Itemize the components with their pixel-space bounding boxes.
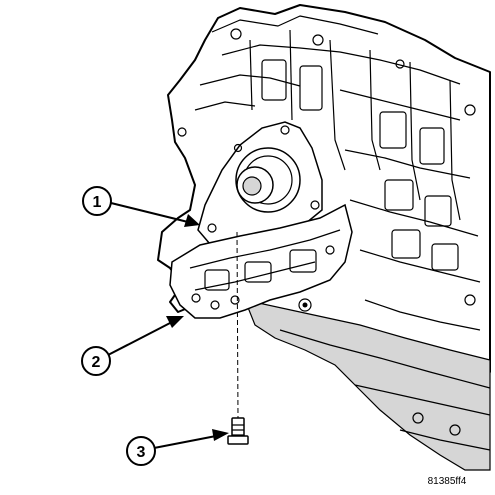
callout-3-label: 3 (137, 444, 146, 461)
callout-1: 1 (82, 186, 200, 227)
bedplate (169, 203, 353, 319)
callout-1-circle (82, 186, 112, 216)
bolt-centerline (236, 231, 239, 419)
callout-3-circle (126, 436, 156, 466)
callout-2-arrowhead (166, 316, 184, 328)
rear-main-seal-retainer (197, 121, 323, 247)
callout-1-label: 1 (93, 194, 102, 211)
callout-1-arrowhead (184, 214, 200, 227)
engine-block (157, 4, 491, 396)
figure-id: 81385ff4 (428, 476, 467, 487)
callout-3: 3 (126, 429, 229, 466)
bolt (227, 417, 249, 445)
callout-3-arrowhead (212, 429, 229, 441)
callout-2: 2 (81, 316, 184, 376)
callout-2-label: 2 (92, 354, 101, 371)
callout-2-circle (81, 346, 111, 376)
oil-pan (244, 299, 491, 471)
